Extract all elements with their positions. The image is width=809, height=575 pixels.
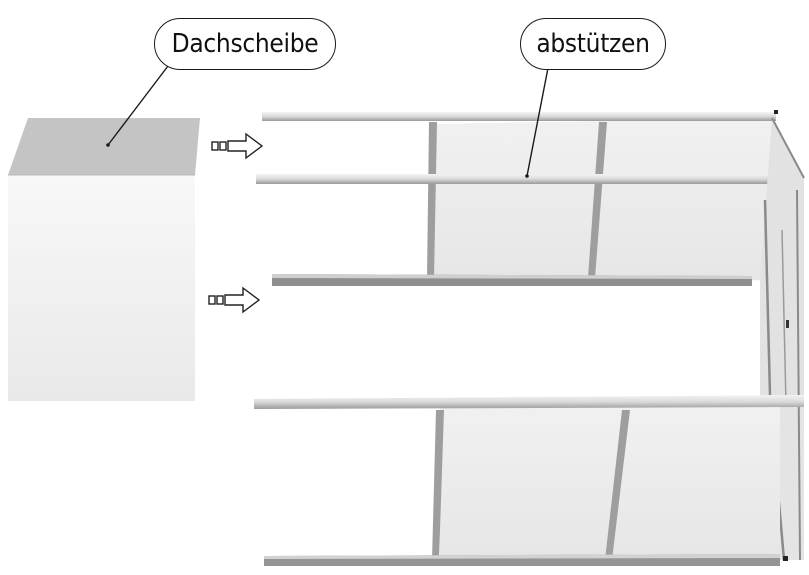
lower-bay bbox=[254, 395, 804, 566]
roof-pane-top bbox=[8, 118, 200, 175]
upper-post-right bbox=[588, 122, 607, 278]
upper-post-left bbox=[427, 122, 437, 278]
lower-post-left bbox=[432, 410, 444, 560]
arrow-right-icon bbox=[211, 132, 264, 160]
lower-top-rail bbox=[254, 395, 804, 409]
callout-support: abstützen bbox=[520, 18, 666, 70]
arrow-right-icon bbox=[208, 286, 261, 314]
callout-roof-pane: Dachscheibe bbox=[154, 18, 336, 70]
callout-leaders bbox=[107, 65, 549, 177]
side-wall bbox=[760, 110, 805, 561]
upper-glass bbox=[430, 118, 775, 282]
lower-post-right bbox=[605, 410, 630, 560]
roof-pane bbox=[8, 118, 200, 401]
support-rail bbox=[256, 174, 804, 184]
upper-bay bbox=[256, 112, 804, 286]
lower-glass bbox=[440, 400, 780, 560]
roof-pane-front bbox=[8, 175, 195, 401]
upper-back-rail bbox=[262, 112, 776, 121]
support-leader-dot bbox=[525, 174, 529, 178]
roof-leader-dot bbox=[106, 143, 110, 147]
side-glass-top bbox=[760, 118, 804, 410]
